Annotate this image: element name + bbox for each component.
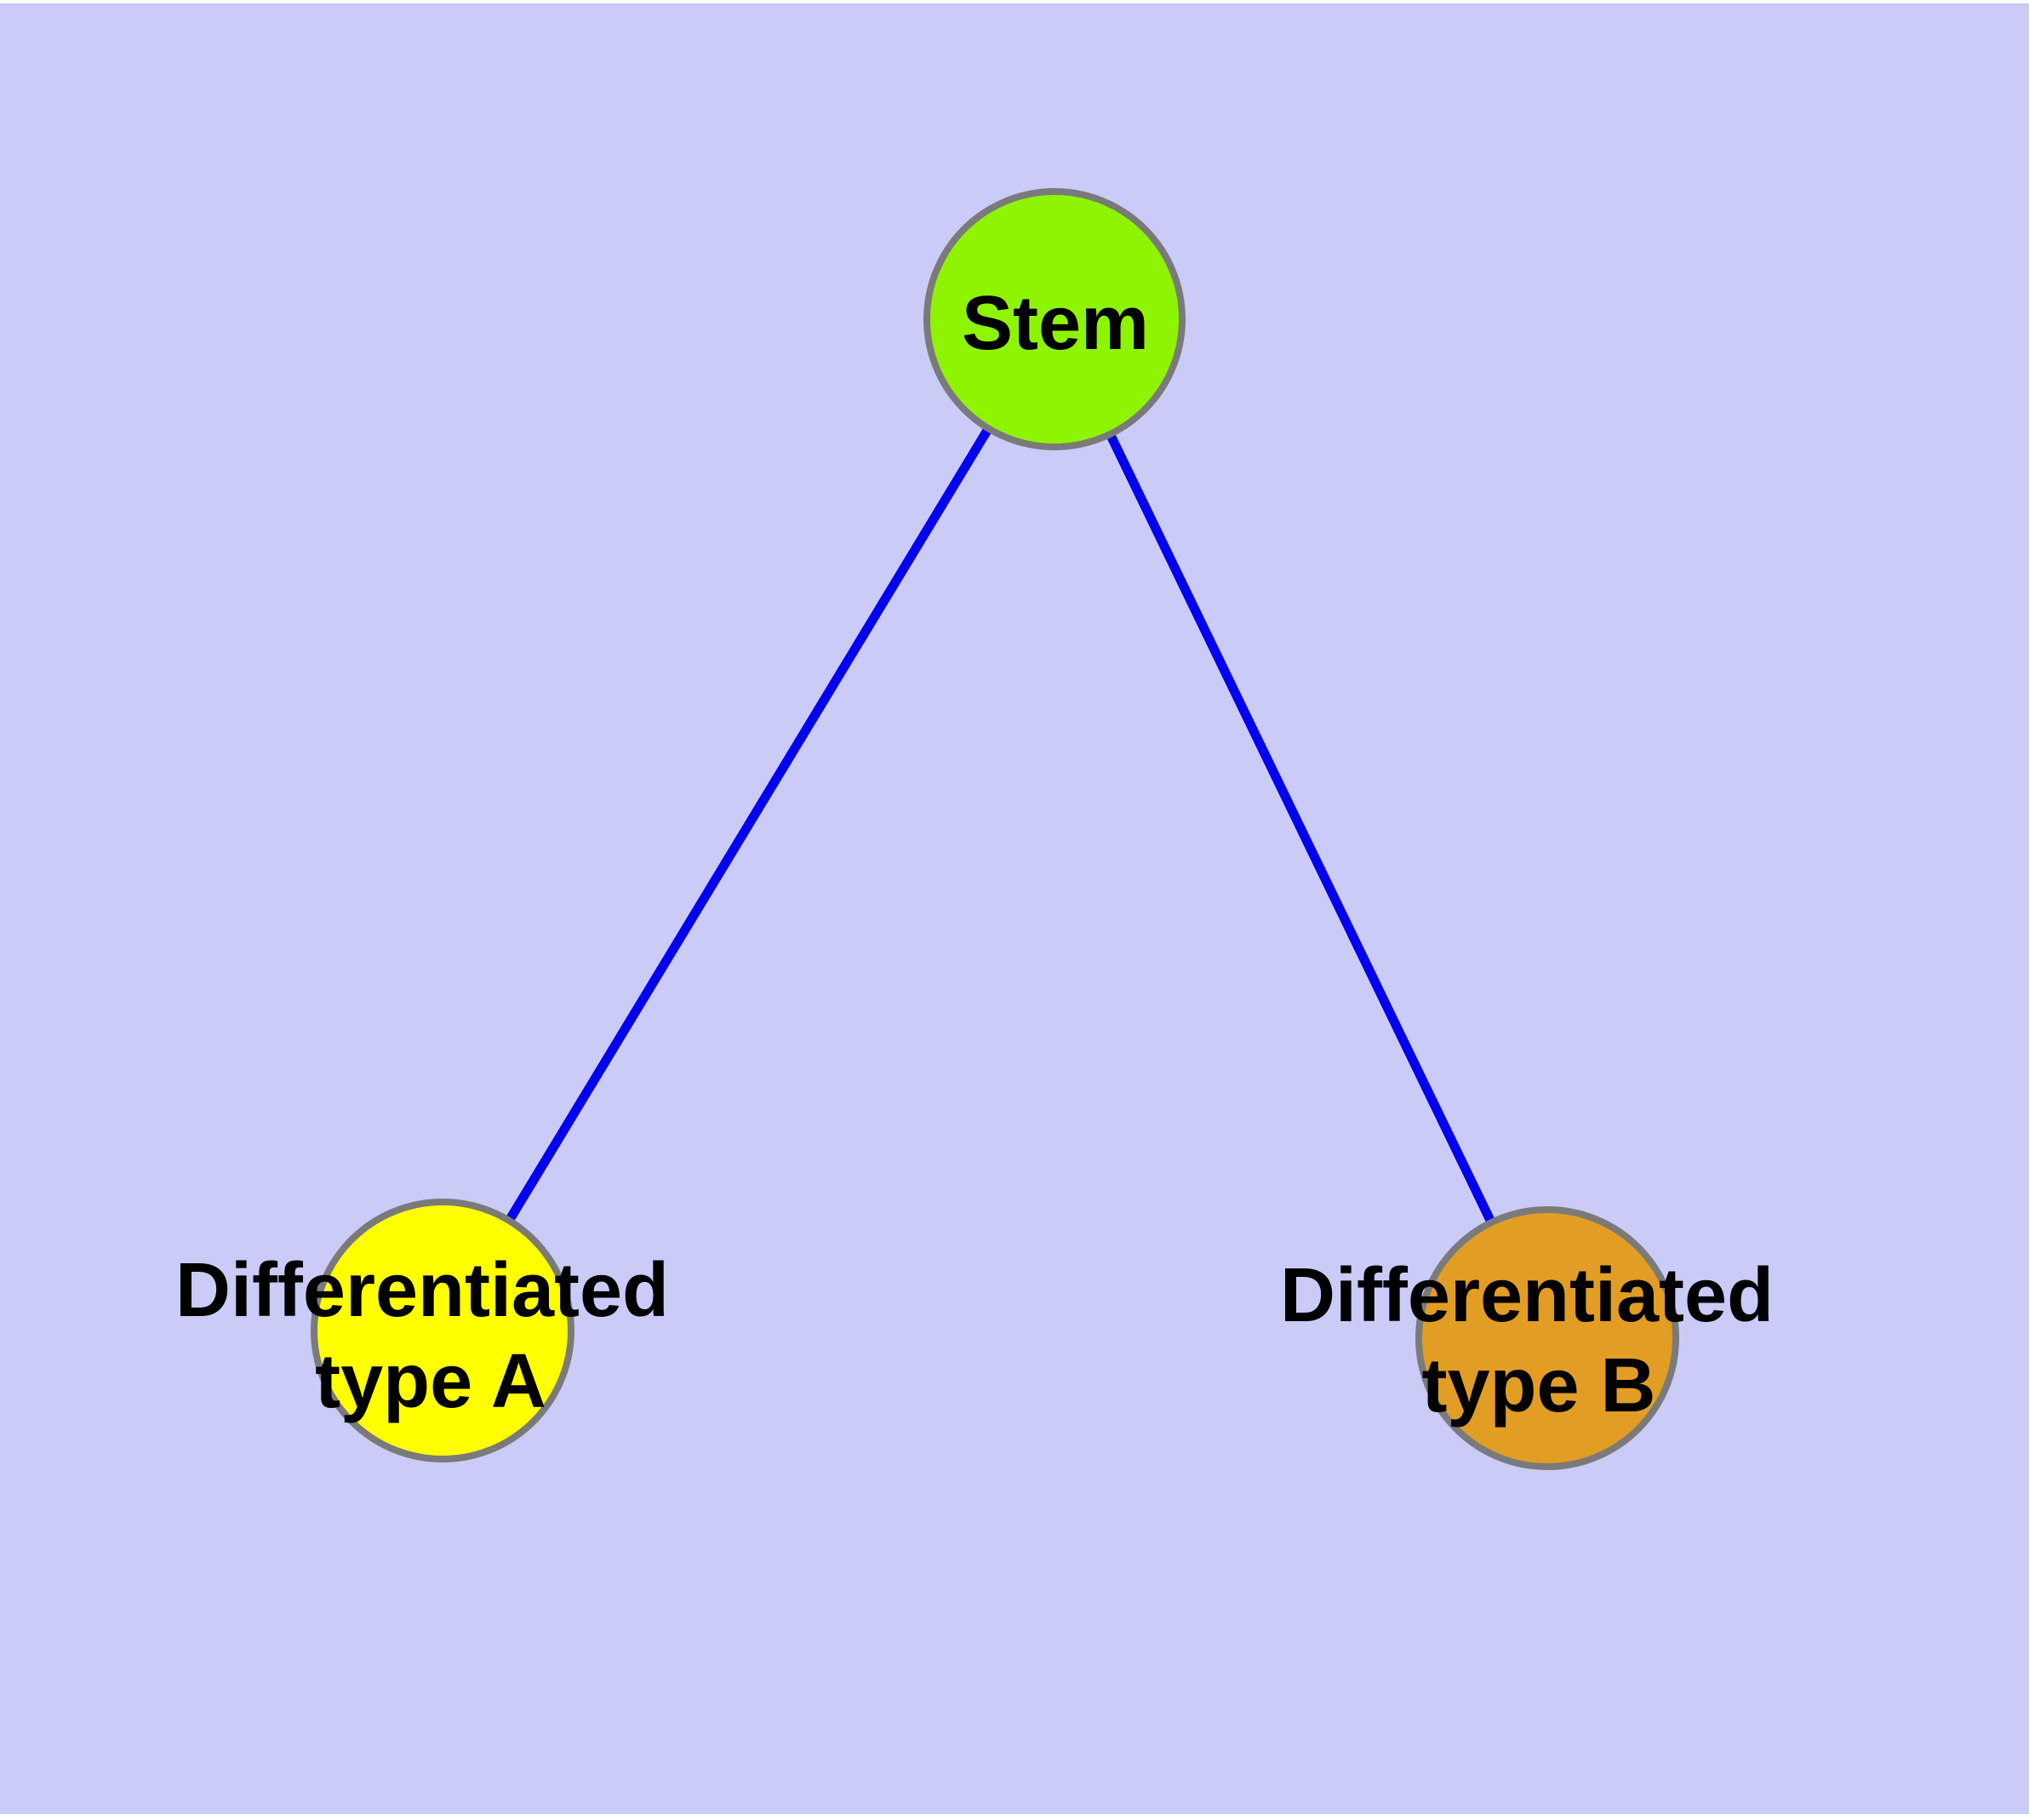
node-type-a-label: Differentiated type A [175,1248,669,1424]
node-differentiated-type-a[interactable] [311,1199,574,1462]
node-type-b-label-line2: type B [1421,1343,1655,1428]
edge-stem-to-type-b [1050,317,1552,1341]
edge-stem-to-type-a [438,317,1059,1333]
node-type-b-label: Differentiated type B [1280,1253,1774,1428]
node-type-b-label-line1: Differentiated [1280,1253,1774,1338]
node-differentiated-type-b[interactable] [1415,1206,1679,1470]
node-stem-label: Stem [962,281,1149,366]
node-stem[interactable] [923,188,1186,450]
node-type-a-label-line1: Differentiated [175,1248,669,1333]
node-type-a-label-line2: type A [315,1339,546,1424]
